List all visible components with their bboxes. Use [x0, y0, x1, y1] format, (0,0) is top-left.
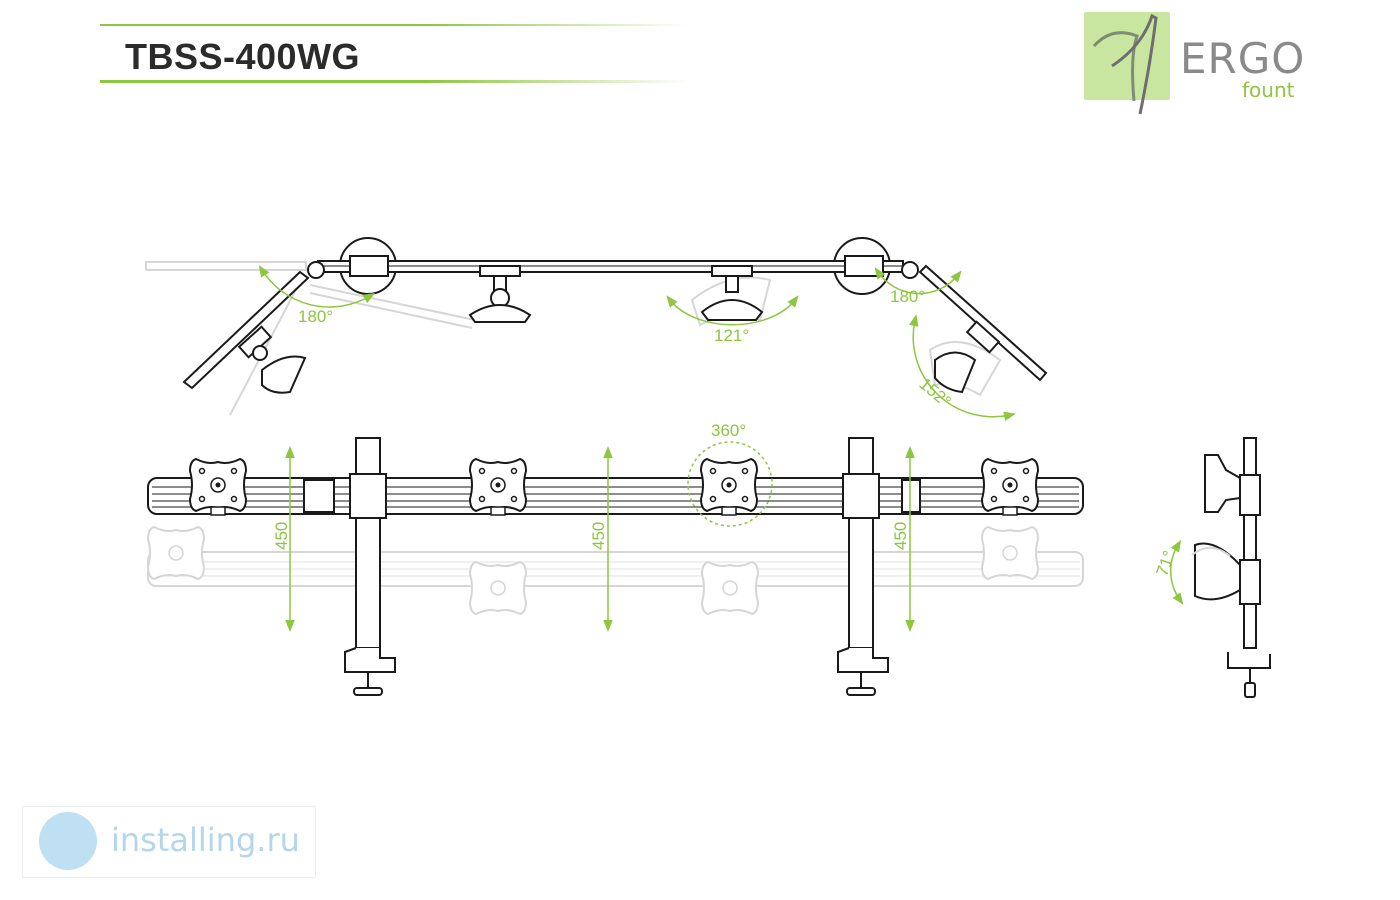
right-swing-arm [901, 261, 1048, 394]
desk-clamp-left [344, 647, 396, 696]
height-label-left: 450 [272, 522, 291, 550]
angle-label-center: 121° [714, 326, 749, 345]
page-title: TBSS-400WG [125, 36, 361, 77]
vesa-plate-1 [189, 458, 247, 516]
logo-swoosh-icon [1092, 13, 1158, 115]
angle-label-right: 180° [890, 287, 925, 306]
left-swing-arm [182, 261, 325, 394]
vesa-plate-3 [700, 458, 758, 516]
center-mount-2 [700, 265, 764, 321]
center-mount-1 [468, 265, 532, 323]
title-rule-top [100, 24, 690, 26]
vesa-plate-4 [981, 458, 1039, 516]
title-block: TBSS-400WG [100, 22, 690, 84]
front-crossbar [147, 477, 1084, 515]
height-label-right: 450 [891, 522, 910, 550]
brand-logo: ERGO fount [1082, 6, 1304, 118]
pole-right [848, 437, 874, 649]
side-monitor-head-lower [1194, 542, 1241, 601]
rotation-label: 360° [711, 421, 746, 440]
rotation-circle [687, 441, 773, 527]
pole-left [355, 437, 381, 649]
desk-clamp-right [837, 647, 889, 696]
height-label-center: 450 [589, 522, 608, 550]
watermark-text: installing.ru [111, 821, 300, 859]
watermark: installing.ru [22, 806, 316, 878]
side-monitor-head-upper [1204, 454, 1241, 513]
top-view: 180° 121° 180° 152° [145, 237, 1048, 421]
vesa-plate-2 [469, 458, 527, 516]
side-pole [1243, 437, 1257, 649]
side-view: 71° [1152, 437, 1271, 698]
logo-subword: fount [1242, 78, 1295, 102]
angle-label-left: 180° [298, 307, 333, 326]
side-tilt-label: 71° [1152, 548, 1179, 579]
front-view: 360° 450 450 450 [147, 421, 1084, 696]
title-rule-bottom [100, 80, 690, 83]
watermark-icon [39, 812, 97, 870]
logo-wordmark: ERGO [1180, 34, 1306, 83]
